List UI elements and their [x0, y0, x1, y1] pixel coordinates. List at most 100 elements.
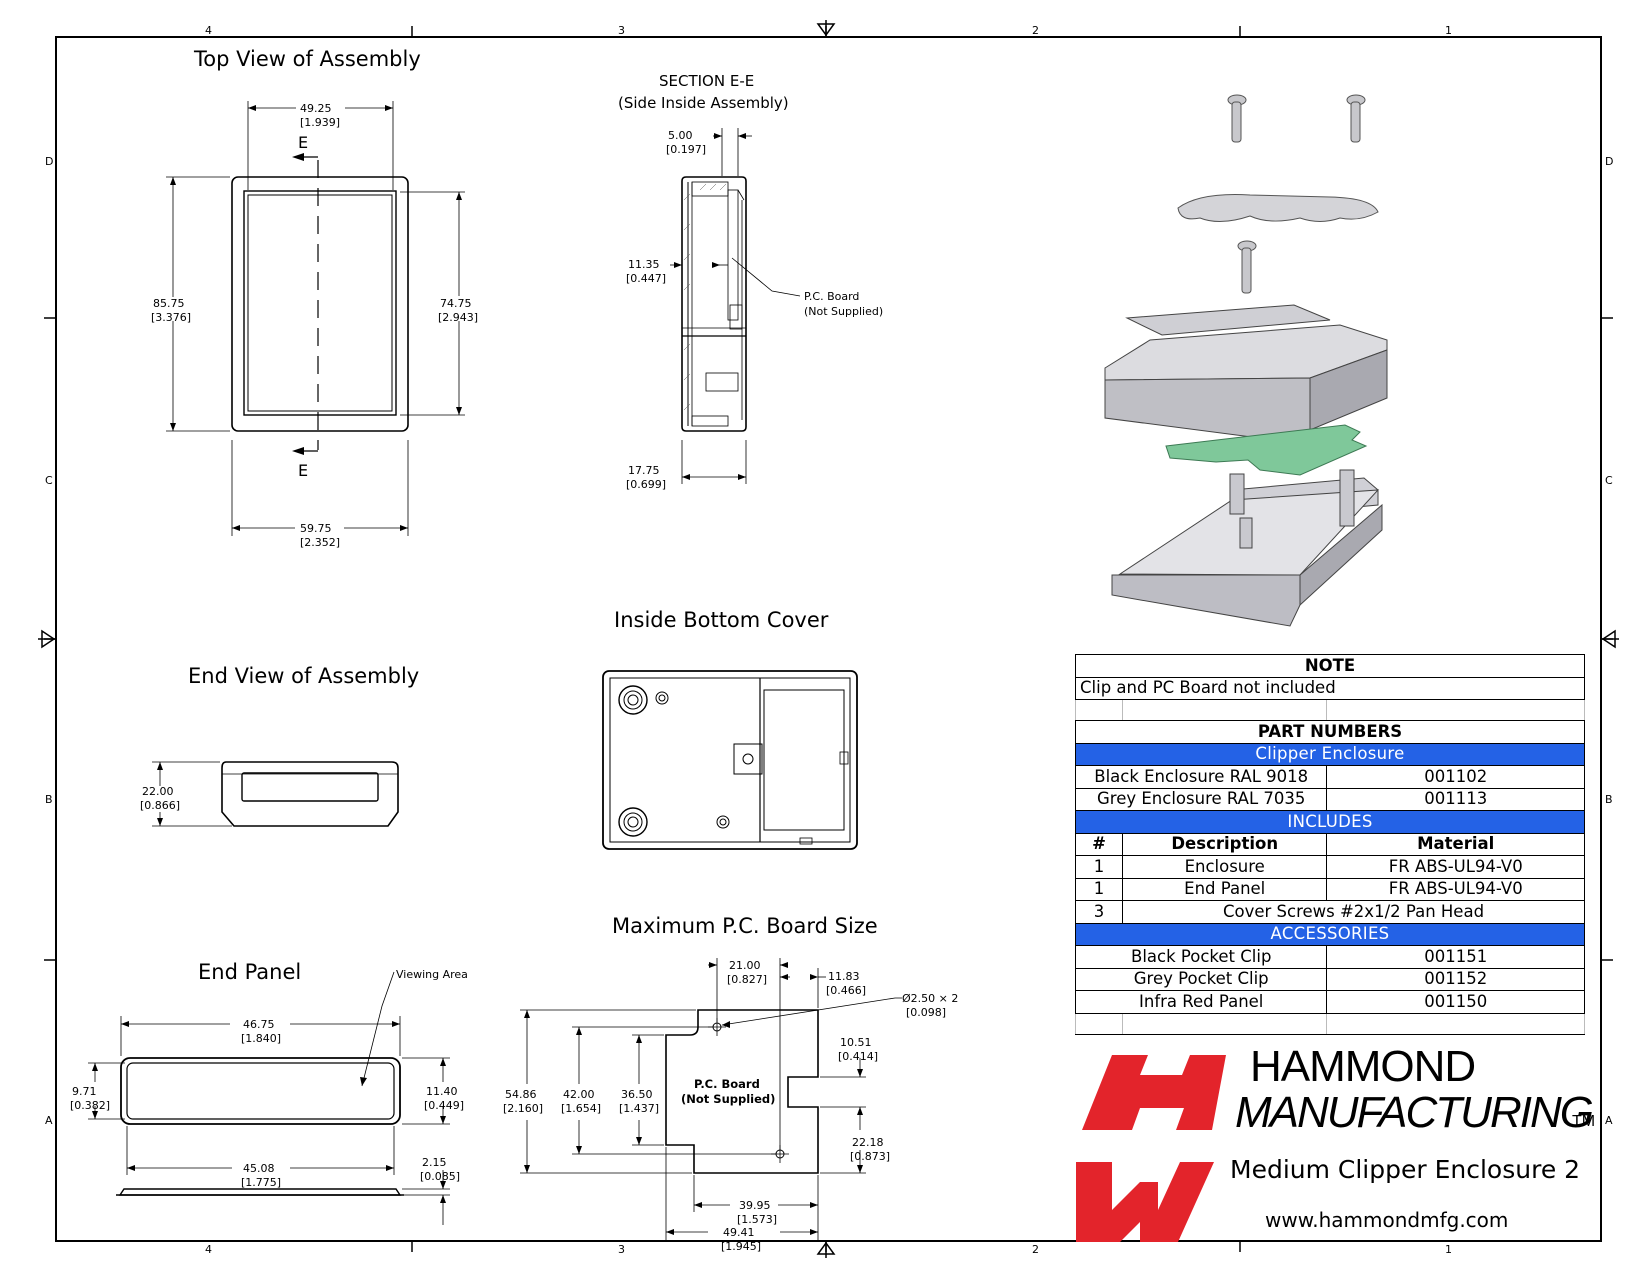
note-header: NOTE — [1075, 654, 1585, 678]
center-boss — [1239, 517, 1253, 549]
zone-row-d-right: D — [1605, 155, 1613, 168]
dim-11-35-in: [0.447] — [626, 272, 666, 285]
pcb-dim-arrows — [524, 962, 863, 1235]
dim-5-00-in: [0.197] — [666, 143, 706, 156]
dim-11-40: 11.40 — [426, 1085, 458, 1098]
section-mark-top: E — [298, 133, 308, 152]
enclosure-pn: 001113 — [1326, 787, 1585, 811]
clip-post-1 — [1229, 473, 1245, 515]
dim-22-00: 22.00 — [142, 785, 174, 798]
top-view-drawing — [166, 101, 465, 536]
end-panel-title: End Panel — [198, 960, 301, 984]
note-text: Clip and PC Board not included — [1075, 676, 1585, 700]
brand-trademark: TM — [1572, 1113, 1596, 1130]
bottom-cover-end — [1299, 503, 1383, 607]
dim-46-75-in: [1.840] — [241, 1032, 281, 1045]
dim-49-25-in: [1.939] — [300, 116, 340, 129]
includes-header: INCLUDES — [1075, 810, 1585, 834]
col-mat-header: Material — [1326, 832, 1585, 856]
spacer-cell — [1074, 699, 1124, 721]
dim-39-95-in: [1.573] — [737, 1213, 777, 1226]
screw-1 — [1227, 94, 1247, 143]
dim-45-08: 45.08 — [243, 1162, 275, 1175]
dim-9-71-in: [0.382] — [70, 1099, 110, 1112]
dim-49-25: 49.25 — [300, 102, 332, 115]
dim-11-83-in: [0.466] — [826, 984, 866, 997]
dim-5-00: 5.00 — [668, 129, 693, 142]
accessory-pn: 001151 — [1326, 945, 1585, 969]
section-mark-bottom: E — [298, 461, 308, 480]
dim-9-71: 9.71 — [72, 1085, 97, 1098]
dim-21-00: 21.00 — [729, 959, 761, 972]
dim-10-51-in: [0.414] — [838, 1050, 878, 1063]
section-pcb-note: P.C. Board — [804, 290, 859, 303]
enclosure-name: Black Enclosure RAL 9018 — [1074, 765, 1328, 789]
dim-49-41-in: [1.945] — [721, 1240, 761, 1253]
dim-74-75-in: [2.943] — [438, 311, 478, 324]
dim-2-15-in: [0.085] — [420, 1170, 460, 1183]
zone-col-1: 1 — [1445, 24, 1452, 37]
dim-42-00-in: [1.654] — [561, 1102, 601, 1115]
dim-21-00-in: [0.827] — [727, 973, 767, 986]
clip-post-2 — [1339, 469, 1355, 527]
dim-39-95: 39.95 — [739, 1199, 771, 1212]
logo-upper-h — [1082, 1055, 1226, 1130]
col-desc-header: Description — [1122, 832, 1328, 856]
family-header: Clipper Enclosure — [1075, 742, 1585, 766]
dim-74-75: 74.75 — [440, 297, 472, 310]
inside-bottom-drawing — [602, 670, 858, 850]
top-cover-end — [1309, 349, 1388, 431]
zone-row-a-right: A — [1605, 1114, 1613, 1127]
include-mat: FR ABS-UL94-V0 — [1326, 855, 1585, 879]
dim-49-41: 49.41 — [723, 1226, 755, 1239]
dim-22-00-in: [0.866] — [140, 799, 180, 812]
end-view-arrows — [157, 762, 163, 826]
section-arrows — [674, 133, 746, 480]
end-view-title: End View of Assembly — [188, 664, 419, 688]
end-panel-arrows — [92, 1021, 446, 1203]
viewing-area-label: Viewing Area — [396, 968, 468, 981]
zone-col-1-bottom: 1 — [1445, 1243, 1452, 1256]
dim-45-08-in: [1.775] — [241, 1176, 281, 1189]
product-title: Medium Clipper Enclosure 2 — [1230, 1155, 1581, 1184]
bottom-cover-side — [1111, 574, 1301, 627]
exploded-view-illustration — [1104, 94, 1388, 627]
include-qty: 1 — [1074, 877, 1124, 901]
zone-col-3-bottom: 3 — [618, 1243, 625, 1256]
accessory-pn: 001152 — [1326, 967, 1585, 991]
brand-subname: MANUFACTURING — [1235, 1088, 1594, 1137]
max-pcb-title: Maximum P.C. Board Size — [612, 914, 878, 938]
dim-11-35: 11.35 — [628, 258, 660, 271]
pcb-board-label: P.C. Board — [694, 1077, 760, 1091]
spacer-cell — [1326, 1012, 1585, 1035]
zone-row-d: D — [45, 155, 53, 168]
website-link[interactable]: www.hammondmfg.com — [1265, 1208, 1509, 1232]
top-view-arrows — [170, 105, 462, 531]
zone-col-2-bottom: 2 — [1032, 1243, 1039, 1256]
hammond-logo — [1076, 1055, 1226, 1242]
accessories-header: ACCESSORIES — [1075, 922, 1585, 946]
dim-36-50: 36.50 — [621, 1088, 653, 1101]
screw-3 — [1237, 240, 1257, 294]
dim-hole-in: [0.098] — [906, 1006, 946, 1019]
zone-row-c: C — [45, 474, 53, 487]
include-qty: 1 — [1074, 855, 1124, 879]
pcb-board-iso — [1165, 424, 1368, 476]
end-view-drawing — [152, 761, 399, 827]
accessory-name: Infra Red Panel — [1074, 990, 1328, 1014]
centering-marks — [38, 20, 1619, 1258]
zone-col-4-bottom: 4 — [205, 1243, 212, 1256]
dim-42-00: 42.00 — [563, 1088, 595, 1101]
spacer-cell — [1074, 1012, 1124, 1035]
dim-54-86: 54.86 — [505, 1088, 537, 1101]
dim-85-75-in: [3.376] — [151, 311, 191, 324]
dim-22-18-in: [0.873] — [850, 1150, 890, 1163]
section-pcb-note-2: (Not Supplied) — [804, 305, 883, 318]
pcb-board-label-2: (Not Supplied) — [681, 1092, 775, 1106]
section-title: SECTION E-E — [659, 72, 754, 90]
